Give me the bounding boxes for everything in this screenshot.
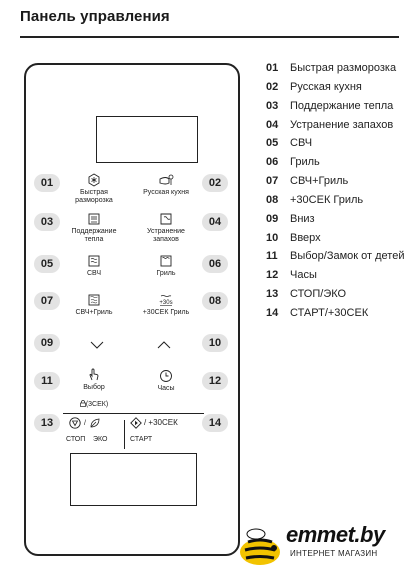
russian-cuisine-button[interactable]: Русская кухня: [131, 173, 201, 197]
badge-10: 10: [202, 334, 228, 352]
microwave-grill-button[interactable]: СВЧ+Гриль: [59, 293, 129, 317]
plus30-grill-icon: +30s: [159, 295, 173, 306]
badge-13: 13: [34, 414, 60, 432]
grill-button[interactable]: Гриль: [131, 254, 201, 278]
keep-warm-label: Поддержание тепла: [71, 228, 117, 243]
badge-06: 06: [202, 255, 228, 273]
clock-label: Часы: [157, 385, 175, 392]
emmet-logo: emmet.by ИНТЕРНЕТ МАГАЗИН: [234, 522, 394, 568]
stop-start-strip: / СТОП ЭКО / +30СЕК СТАРТ: [63, 413, 204, 449]
stop-icon: [69, 417, 81, 429]
start-button[interactable]: / +30СЕК: [130, 417, 178, 429]
badge-09: 09: [34, 334, 60, 352]
badge-12: 12: [202, 372, 228, 390]
eco-label: ЭКО: [93, 436, 108, 443]
start-label: СТАРТ: [130, 436, 153, 443]
stop-eco-button[interactable]: /: [69, 417, 101, 429]
quick-defrost-button[interactable]: Быстрая разморозка: [59, 173, 129, 205]
bottom-display: [70, 453, 197, 506]
keep-warm-icon: [88, 213, 100, 225]
deodorize-button[interactable]: Устранение запахов: [131, 212, 201, 244]
start-diamond-icon: [130, 417, 142, 429]
plus30-grill-button[interactable]: +30s +30СЕК Гриль: [131, 293, 201, 317]
microwave-label: СВЧ: [86, 270, 102, 277]
badge-08: 08: [202, 292, 228, 310]
select-lock-button[interactable]: Выбор (3СЕК): [59, 367, 129, 409]
deodorize-label: Устранение запахов: [147, 228, 185, 243]
plus30-label: / +30СЕК: [143, 417, 178, 427]
logo-brand: emmet.by: [286, 522, 385, 547]
stop-label: СТОП: [66, 436, 86, 443]
clock-button[interactable]: Часы: [131, 369, 201, 393]
lock-icon: [79, 400, 86, 407]
microwave-icon: [88, 255, 100, 267]
russian-cuisine-label: Русская кухня: [143, 189, 189, 196]
legend-item: 08+30СЕК Гриль: [266, 193, 364, 206]
select-label: Выбор: [83, 384, 105, 391]
top-display: [96, 116, 198, 163]
control-panel: Быстрая разморозка Русская кухня Поддерж…: [24, 63, 240, 556]
badge-14: 14: [202, 414, 228, 432]
microwave-button[interactable]: СВЧ: [59, 254, 129, 278]
badge-05: 05: [34, 255, 60, 273]
eco-leaf-icon: [90, 418, 100, 428]
deodorize-icon: [160, 213, 172, 225]
badge-02: 02: [202, 174, 228, 192]
hand-tap-icon: [89, 368, 99, 381]
child-lock-label: (3СЕК): [59, 392, 129, 409]
title-divider: [20, 36, 399, 38]
russian-cuisine-icon: [159, 174, 174, 185]
microwave-grill-icon: [88, 294, 100, 306]
badge-04: 04: [202, 213, 228, 231]
stop-start-divider: [124, 420, 125, 449]
badge-01: 01: [34, 174, 60, 192]
grill-icon: [160, 255, 172, 267]
keep-warm-button[interactable]: Поддержание тепла: [59, 212, 129, 244]
chevron-down-icon[interactable]: [90, 340, 104, 350]
bee-mascot-icon: [240, 528, 280, 565]
quick-defrost-icon: [88, 173, 100, 187]
svg-text:+30s: +30s: [159, 300, 172, 306]
page-title: Панель управления: [20, 8, 170, 25]
logo-tagline: ИНТЕРНЕТ МАГАЗИН: [290, 549, 378, 558]
grill-label: Гриль: [156, 270, 176, 277]
quick-defrost-label: Быстрая разморозка: [75, 189, 113, 204]
badge-07: 07: [34, 292, 60, 310]
microwave-grill-label: СВЧ+Гриль: [75, 309, 113, 316]
chevron-up-icon[interactable]: [157, 340, 171, 350]
badge-11: 11: [34, 372, 60, 390]
clock-icon: [160, 370, 172, 382]
plus30-grill-label: +30СЕК Гриль: [142, 309, 190, 316]
badge-03: 03: [34, 213, 60, 231]
